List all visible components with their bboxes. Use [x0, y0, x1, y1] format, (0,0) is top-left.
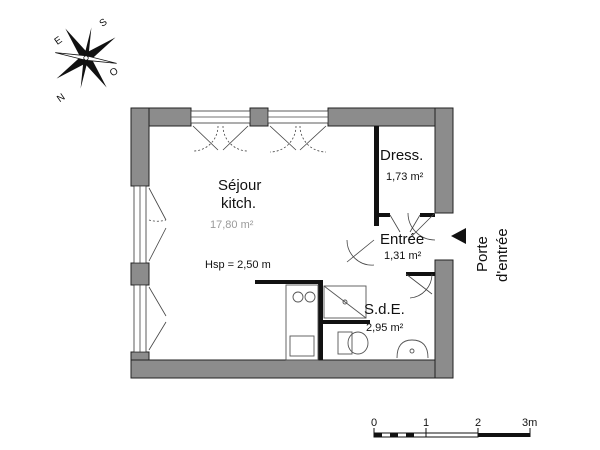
sejour-name-line1: Séjour [218, 177, 261, 194]
doors [346, 212, 436, 299]
bathroom-fixtures [323, 285, 429, 359]
left-windows [133, 185, 167, 353]
entrance-label: Porte d'entrée [474, 228, 511, 282]
entree-area: 1,31 m² [384, 250, 422, 262]
compass-rose [55, 27, 117, 89]
compass-label-north: N [55, 92, 67, 105]
scale-bar [373, 428, 531, 438]
dressing-area: 1,73 m² [386, 171, 424, 183]
scale-tick-0: 0 [371, 417, 377, 429]
entrance-label-line2: d'entrée [494, 228, 511, 282]
sde-name: S.d.E. [364, 301, 405, 318]
scale-tick-2: 2 [475, 417, 481, 429]
scale-tick-1: 1 [423, 417, 429, 429]
entrance-label-line1: Porte [474, 236, 491, 272]
compass-label-south: S [98, 17, 110, 30]
compass-label-east: E [53, 35, 65, 48]
sde-area: 2,95 m² [366, 322, 404, 334]
scale-tick-3: 3m [522, 417, 537, 429]
kitchen-fixtures [285, 284, 319, 361]
compass-label-west: O [108, 66, 121, 80]
interior-walls [255, 126, 435, 360]
sejour-area: 17,80 m² [210, 219, 254, 231]
sejour-height-note: Hsp = 2,50 m [205, 259, 271, 271]
top-windows [190, 110, 329, 153]
dressing-name: Dress. [380, 147, 423, 164]
entree-name: Entrée [380, 231, 424, 248]
outer-walls [130, 107, 454, 379]
entrance-arrow-icon [451, 228, 466, 244]
sejour-name-line2: kitch. [221, 195, 256, 212]
